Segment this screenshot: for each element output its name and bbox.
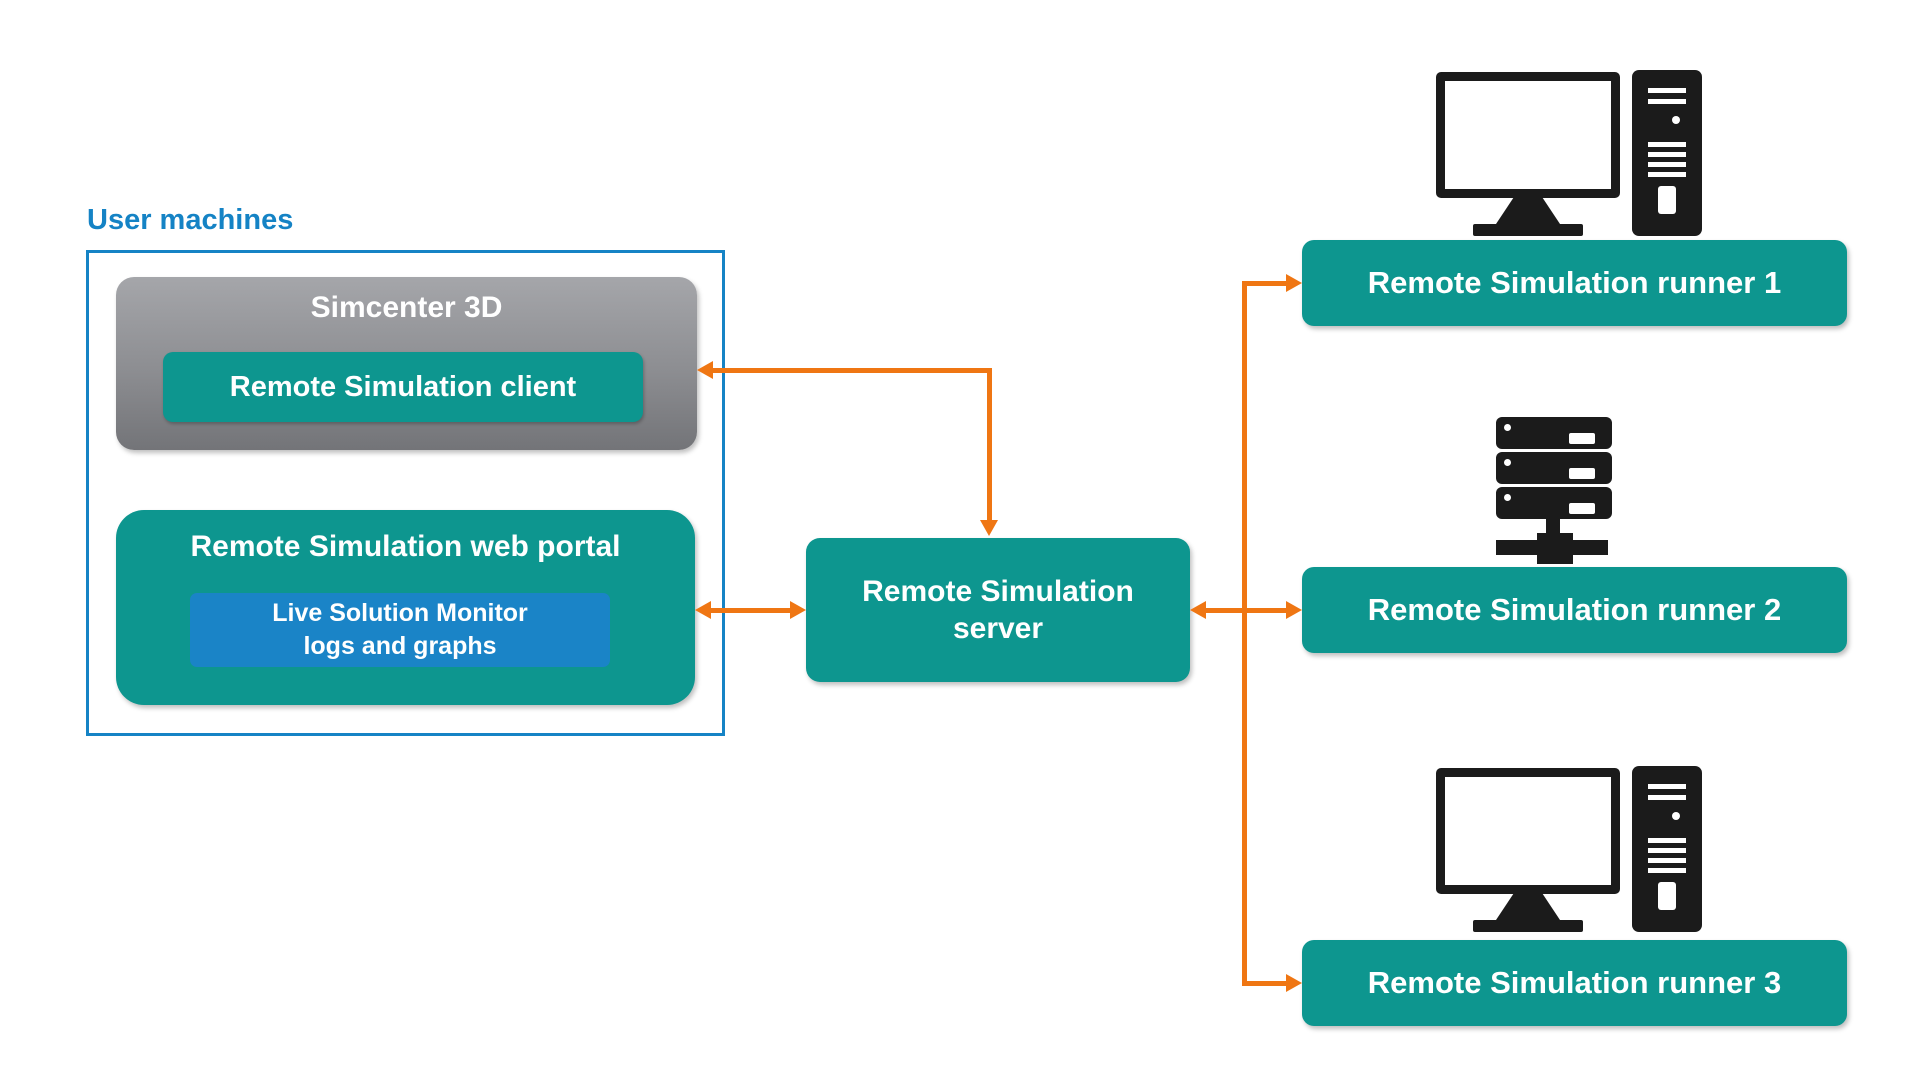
tower-icon [1632, 70, 1702, 236]
monitor-stand-icon [1496, 894, 1560, 920]
simcenter-title: Simcenter 3D [310, 291, 503, 324]
branch-runner3-connector [1247, 981, 1286, 986]
arrow-head-to-runner-2 [1286, 601, 1302, 619]
live-solution-monitor-box: Live Solution Monitor logs and graphs [190, 593, 610, 667]
portal-server-connector [711, 608, 790, 613]
server-label-line2: server [952, 612, 1044, 645]
server-unit-icon [1496, 417, 1612, 449]
remote-simulation-client-box: Remote Simulation client [163, 352, 643, 422]
tower-icon [1632, 766, 1702, 932]
desktop-computer-icon [1436, 766, 1702, 932]
monitor-icon [1436, 72, 1620, 198]
client-server-connector-h [713, 368, 992, 373]
runner-1-box: Remote Simulation runner 1 [1302, 240, 1847, 326]
server-unit-icon [1496, 487, 1612, 519]
desktop-computer-icon [1436, 70, 1702, 236]
server-label-line1: Remote Simulation [862, 575, 1134, 608]
server-unit-icon [1496, 452, 1612, 484]
arrow-head-to-server-right [1190, 601, 1206, 619]
arrow-head-to-portal [695, 601, 711, 619]
live-solution-monitor-line1: Live Solution Monitor [272, 599, 528, 627]
monitor-base-icon [1473, 224, 1583, 236]
monitor-base-icon [1473, 920, 1583, 932]
client-server-connector-v [987, 368, 992, 522]
monitor-icon [1436, 768, 1620, 894]
user-machines-group-border [86, 250, 725, 736]
arrow-head-to-server-left [790, 601, 806, 619]
server-stack-icon [1496, 417, 1612, 564]
arrow-head-to-server-top [980, 520, 998, 536]
remote-simulation-server-box: Remote Simulation server [806, 538, 1190, 682]
branch-runner1-connector [1247, 281, 1286, 286]
live-solution-monitor-line2: logs and graphs [303, 632, 497, 660]
user-machines-label: User machines [87, 204, 294, 236]
runner-2-box: Remote Simulation runner 2 [1302, 567, 1847, 653]
monitor-stand-icon [1496, 198, 1560, 224]
arrow-head-to-client [697, 361, 713, 379]
stack-base-center [1537, 533, 1573, 564]
arrow-head-to-runner-3 [1286, 974, 1302, 992]
runner-3-box: Remote Simulation runner 3 [1302, 940, 1847, 1026]
runner-branch-line [1242, 281, 1247, 986]
arrow-head-to-runner-1 [1286, 274, 1302, 292]
web-portal-title: Remote Simulation web portal [190, 530, 621, 563]
